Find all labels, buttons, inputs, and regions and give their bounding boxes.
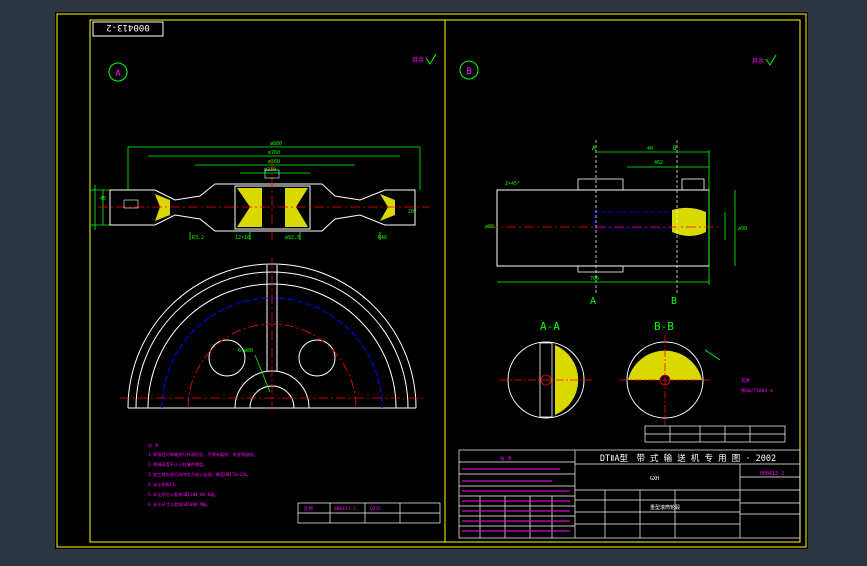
svg-text:12×10: 12×10 (235, 235, 250, 241)
svg-text:ø80: ø80 (485, 224, 494, 230)
main-title: DTⅡA型 带 式 输 送 机 专 用 图 · 2002 (600, 453, 776, 464)
svg-text:其余: 其余 (752, 57, 764, 65)
svg-text:ø760: ø760 (268, 150, 280, 156)
left-title-strip (297, 502, 441, 524)
svg-text:700: 700 (590, 276, 599, 282)
svg-text:B: B (671, 296, 677, 307)
svg-text:重型滚筒轮毂: 重型滚筒轮毂 (650, 504, 680, 511)
technical-requirements: 技 术 1.焊接后对焊缝进行外观检验，不得有裂纹、夹渣等缺陷。 2.焊缝高度不小… (148, 442, 258, 508)
svg-text:000413-2: 000413-2 (334, 506, 356, 512)
svg-text:技 术: 技 术 (148, 442, 160, 449)
svg-text:45: 45 (100, 196, 106, 202)
svg-text:1.焊接后对焊缝进行外观检验，不得有裂纹、夹渣等缺陷。: 1.焊接后对焊缝进行外观检验，不得有裂纹、夹渣等缺陷。 (148, 451, 258, 458)
svg-text:3.加工前应进行消除应力退火处理，硬度HB170~220。: 3.加工前应进行消除应力退火处理，硬度HB170~220。 (148, 471, 251, 478)
code-stamp: 000413-2 (92, 21, 164, 37)
svg-text:R3.2: R3.2 (192, 235, 204, 241)
svg-text:40: 40 (647, 146, 653, 152)
svg-text:2×45°: 2×45° (505, 181, 520, 187)
svg-text:B: B (673, 145, 677, 152)
svg-text:其余: 其余 (741, 377, 750, 384)
parameter-table (644, 425, 786, 443)
drawing-sheet (55, 12, 808, 549)
svg-text:ø90: ø90 (738, 226, 747, 232)
hub-section-view: ø880 ø760 ø560 ø230 45 R3.2 12×10 ø92.5 … (90, 141, 430, 241)
svg-text:6×ø80: 6×ø80 (238, 348, 253, 354)
svg-text:GXH: GXH (650, 476, 659, 482)
svg-text:B-B: B-B (654, 320, 674, 333)
svg-text:A: A (590, 296, 596, 307)
view-a-label: A (108, 62, 128, 82)
section-a-a: A-A (500, 320, 592, 419)
svg-text:6.未注尺寸公差按GB1804-M级。: 6.未注尺寸公差按GB1804-M级。 (148, 501, 211, 508)
svg-text:4.未注倒角C1。: 4.未注倒角C1。 (148, 481, 179, 488)
svg-text:462: 462 (654, 160, 663, 166)
svg-text:ø880: ø880 (270, 141, 282, 147)
svg-text:比例: 比例 (304, 505, 313, 512)
view-b-label: B (459, 60, 479, 80)
main-title-block: DTⅡA型 带 式 输 送 机 专 用 图 · 2002 000413-2 GX… (458, 449, 801, 539)
svg-text:B: B (466, 67, 471, 77)
svg-text:R40: R40 (378, 235, 387, 241)
svg-text:ø92.5: ø92.5 (285, 235, 300, 241)
roughness-symbol-right: 其余 (752, 54, 777, 66)
svg-text:按GB/T1804-m: 按GB/T1804-m (741, 387, 773, 394)
svg-text:A: A (592, 145, 596, 152)
svg-text:技 术: 技 术 (500, 455, 512, 462)
svg-text:20°: 20° (408, 209, 417, 215)
svg-text:ø560: ø560 (268, 159, 280, 165)
svg-text:000413-2: 000413-2 (106, 22, 149, 32)
roughness-symbol-left: 其余 (412, 53, 437, 65)
hub-front-half-view: 6×ø80 (120, 258, 425, 410)
svg-text:2.焊缝高度不小于较薄件厚度。: 2.焊缝高度不小于较薄件厚度。 (148, 461, 207, 468)
svg-text:Q235: Q235 (370, 506, 381, 512)
svg-text:A-A: A-A (540, 320, 560, 333)
svg-text:000413-2: 000413-2 (760, 471, 784, 477)
svg-text:5.未注形位公差按GB1184-80 K级。: 5.未注形位公差按GB1184-80 K级。 (148, 491, 218, 498)
shaft-view: 40 462 700 ø90 2×45° ø80 A B A B (485, 140, 747, 307)
svg-text:A: A (115, 69, 121, 79)
svg-text:其余: 其余 (412, 56, 424, 64)
section-b-b: B-B 其余 按GB/T1804-m (620, 320, 773, 425)
